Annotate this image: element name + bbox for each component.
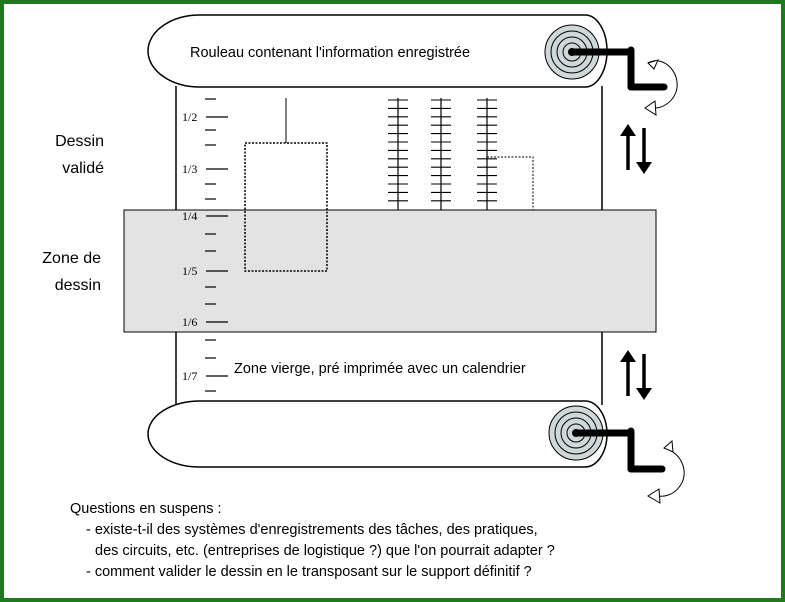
roll-top xyxy=(147,14,608,88)
calendar-scale: 1/2 1/3 1/4 1/5 1/6 1/7 xyxy=(182,98,228,392)
label-zone-de: Zone de xyxy=(42,250,101,267)
roll-bottom xyxy=(147,400,608,468)
rotate-arrow-icon xyxy=(647,439,685,504)
question-2: - comment valider le dessin en le transp… xyxy=(86,564,532,580)
rotate-arrow-icon xyxy=(644,59,678,116)
recorded-task-block xyxy=(244,98,328,272)
questions-title: Questions en suspens : xyxy=(70,501,222,517)
question-1-cont: des circuits, etc. (entreprises de logis… xyxy=(95,543,555,559)
scale-label: 1/7 xyxy=(182,369,197,383)
blank-zone-label: Zone vierge, pré imprimée avec un calend… xyxy=(234,361,526,377)
recorded-ladders xyxy=(388,98,497,210)
question-1: - existe-t-il des systèmes d'enregistrem… xyxy=(86,522,538,538)
label-dessin: Dessin xyxy=(55,133,104,150)
scale-label: 1/5 xyxy=(182,264,197,278)
label-dessin-zone: dessin xyxy=(55,277,101,294)
up-down-arrows-icon xyxy=(620,350,652,400)
scale-label: 1/4 xyxy=(182,209,197,223)
scale-label: 1/6 xyxy=(182,315,197,329)
drawing-zone-band xyxy=(123,209,657,333)
scale-label: 1/3 xyxy=(182,162,197,176)
recorded-step-line xyxy=(487,156,534,210)
up-down-arrows-icon xyxy=(620,124,652,174)
crank-handle-icon xyxy=(568,46,668,91)
roll-top-label: Rouleau contenant l'information enregist… xyxy=(190,45,470,61)
label-valide: validé xyxy=(62,160,104,177)
scale-label: 1/2 xyxy=(182,110,197,124)
crank-handle-icon xyxy=(572,427,666,473)
